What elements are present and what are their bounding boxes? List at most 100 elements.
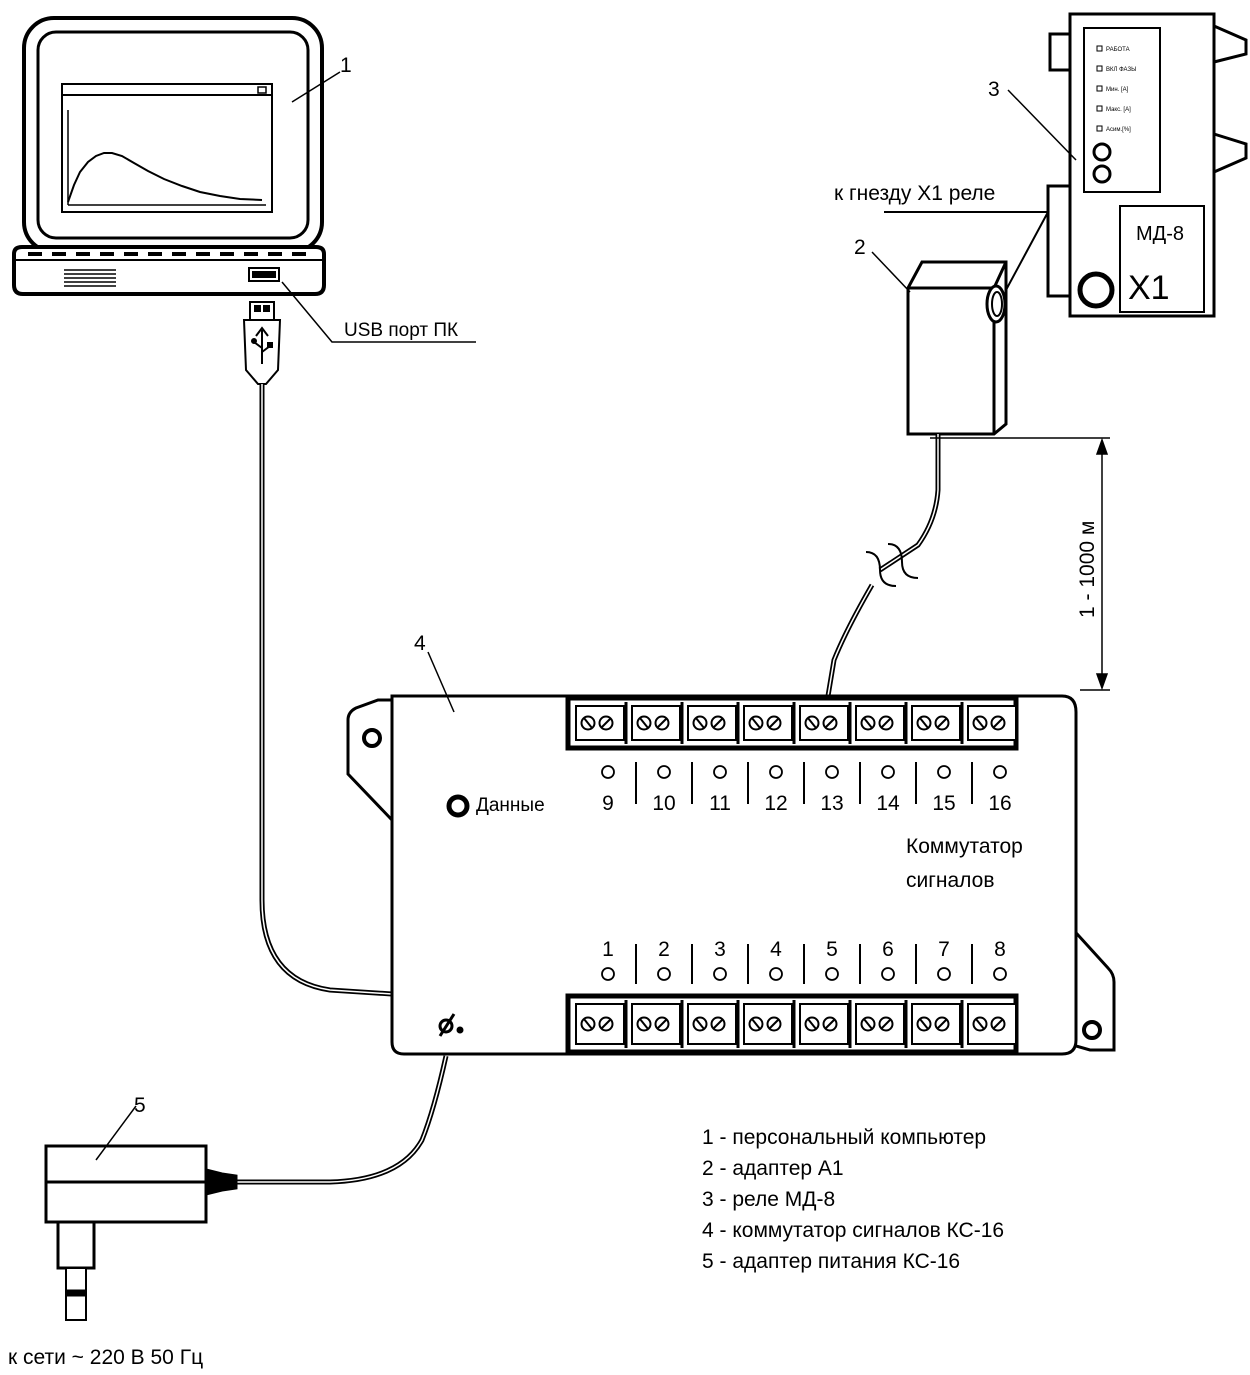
line-cable — [878, 434, 941, 573]
legend-item: 1 - персональный компьютер — [702, 1126, 986, 1149]
terminal-screw-slot — [769, 718, 779, 728]
channel-number: 10 — [652, 792, 675, 815]
channel-number: 15 — [932, 792, 955, 815]
channel-number: 1 — [602, 938, 614, 961]
channel-led-icon — [769, 967, 783, 981]
relay-md8 — [1046, 12, 1248, 318]
line-cable — [823, 583, 875, 709]
callout-leaders — [95, 71, 1077, 1161]
channel-led-icon — [881, 967, 895, 981]
usb-plug — [242, 301, 282, 385]
terminal-screw-slot — [825, 718, 835, 728]
legend-item: 3 - реле МД-8 — [702, 1188, 835, 1211]
power-input-icon — [438, 1013, 464, 1037]
data-led-label: Данные — [476, 795, 545, 816]
switcher-name-line1: Коммутатор — [906, 835, 1023, 858]
channel-number: 8 — [994, 938, 1006, 961]
channel-led-icon — [825, 967, 839, 981]
usb-port-leader — [281, 281, 476, 343]
terminal-screw-slot — [657, 718, 667, 728]
keyboard-keys — [28, 252, 306, 256]
power-adapter — [44, 1144, 238, 1321]
terminal-screw-slot — [657, 1019, 667, 1029]
cable-break-symbol — [865, 543, 919, 587]
terminal-screw-slot — [825, 1019, 835, 1029]
terminal-screw-slot — [751, 717, 761, 729]
switcher-name-line2: сигналов — [906, 869, 995, 892]
channel-led-icon — [713, 765, 727, 779]
terminal-screw-slot — [993, 718, 1003, 728]
usb-port-label: USB порт ПК — [344, 320, 458, 341]
channel-led-icon — [937, 765, 951, 779]
socket-x1-label: Х1 — [1128, 269, 1170, 307]
legend: 1 - персональный компьютер 2 - адаптер А… — [702, 1126, 1004, 1273]
terminal-screw-slot — [919, 1018, 929, 1030]
terminal-screw-slot — [881, 1019, 891, 1029]
terminal-screw-slot — [937, 1019, 947, 1029]
channel-number: 7 — [938, 938, 950, 961]
channel-led-icon — [713, 967, 727, 981]
terminal-screw-slot — [583, 1018, 593, 1030]
legend-item: 5 - адаптер питания КС-16 — [702, 1250, 960, 1273]
laptop — [12, 16, 326, 296]
usb-cable — [259, 384, 393, 997]
channel-number: 2 — [658, 938, 670, 961]
terminal-screw-slot — [919, 717, 929, 729]
channel-led-icon — [769, 765, 783, 779]
terminal-screw-slot — [769, 1019, 779, 1029]
relay-indicator-label: Макс. [А] — [1106, 107, 1131, 113]
relay-indicators — [1096, 45, 1103, 132]
channel-led-icon — [601, 967, 615, 981]
channel-led-icon — [993, 967, 1007, 981]
relay-model-label: МД-8 — [1136, 223, 1184, 245]
terminal-screw-slot — [695, 717, 705, 729]
channel-led-icon — [937, 967, 951, 981]
terminal-screw-slot — [639, 1018, 649, 1030]
channel-led-icon — [881, 765, 895, 779]
terminal-screw-slot — [975, 717, 985, 729]
channel-number: 14 — [876, 792, 900, 815]
distance-label: 1 - 1000 м — [1076, 521, 1099, 618]
channel-led-icon — [993, 765, 1007, 779]
screen-graph — [67, 152, 263, 203]
terminal-block-bottom — [565, 993, 1019, 1055]
channel-number: 9 — [602, 792, 614, 815]
power-cable — [236, 1055, 449, 1185]
laptop-vent — [64, 269, 116, 287]
terminal-screw-slot — [713, 718, 723, 728]
terminal-screw-slot — [695, 1018, 705, 1030]
terminal-screw-slot — [583, 717, 593, 729]
switcher-ks16 — [346, 694, 1116, 1056]
terminal-screw-slot — [807, 717, 817, 729]
relay-indicator-label: Асим.[%] — [1106, 127, 1131, 133]
callout-4: 4 — [414, 632, 426, 655]
terminal-screw-slot — [937, 718, 947, 728]
terminal-screw-slot — [863, 717, 873, 729]
legend-item: 2 - адаптер А1 — [702, 1157, 844, 1180]
socket-leader — [884, 211, 1050, 291]
adapter-a1 — [906, 260, 1008, 436]
relay-socket-label: к гнезду Х1 реле — [834, 182, 995, 205]
channel-led-icon — [657, 967, 671, 981]
terminal-screw-slot — [601, 718, 611, 728]
channel-led-icon — [825, 765, 839, 779]
channel-number: 16 — [988, 792, 1011, 815]
legend-item: 4 - коммутатор сигналов КС-16 — [702, 1219, 1004, 1242]
relay-indicator-label: Мин. [А] — [1106, 87, 1129, 93]
channel-number: 13 — [820, 792, 843, 815]
terminal-screw-slot — [993, 1019, 1003, 1029]
terminal-screw-slot — [863, 1018, 873, 1030]
callout-3: 3 — [988, 78, 1000, 101]
channel-led-icon — [601, 765, 615, 779]
usb-port — [248, 267, 280, 282]
mains-label: к сети ~ 220 В 50 Гц — [8, 1346, 203, 1369]
callout-2: 2 — [854, 236, 866, 259]
terminal-screw-slot — [713, 1019, 723, 1029]
terminal-screw-slot — [881, 718, 891, 728]
relay-indicator-label: ВКЛ ФАЗЫ — [1106, 67, 1136, 73]
callout-1: 1 — [340, 54, 352, 77]
terminal-screw-slot — [807, 1018, 817, 1030]
channel-number: 3 — [714, 938, 726, 961]
